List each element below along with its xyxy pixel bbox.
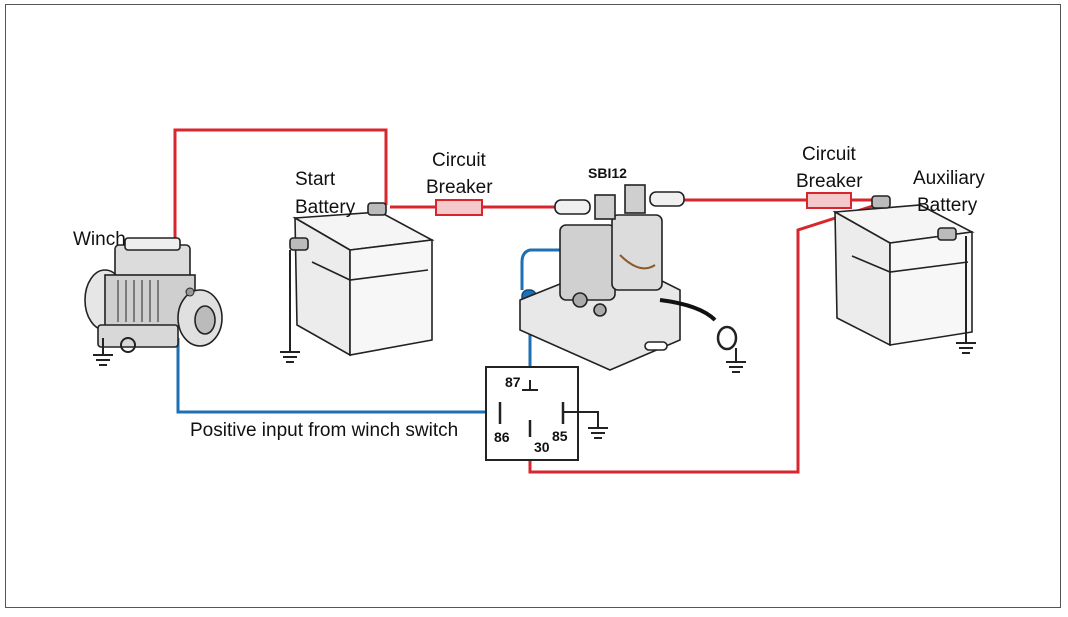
auxiliary-battery-icon xyxy=(832,195,975,347)
winch-switch-input-label: Positive input from winch switch xyxy=(190,420,458,441)
start-battery-label-line1: Start xyxy=(295,169,336,190)
circuit-breaker-1-label-line1: Circuit xyxy=(432,150,487,171)
auxiliary-battery-label-line2: Battery xyxy=(917,195,978,216)
wire-winch-to-relay-86 xyxy=(176,338,500,414)
circuit-breaker-2-icon xyxy=(806,192,852,209)
relay-pin-30: 30 xyxy=(534,439,550,455)
relay-icon xyxy=(485,366,579,461)
start-battery-icon xyxy=(289,202,435,357)
relay-pin-85: 85 xyxy=(552,428,568,444)
sbi12-icon xyxy=(519,184,738,371)
start-battery-label-line2: Battery xyxy=(295,197,356,218)
winch-ground-icon xyxy=(93,338,113,366)
auxiliary-battery-ground-icon xyxy=(956,236,976,354)
circuit-breaker-2-label-line2: Breaker xyxy=(796,171,863,192)
wire-relay-85-to-ground xyxy=(563,411,599,428)
auxiliary-battery-label-line1: Auxiliary xyxy=(913,168,985,189)
wire-winch-to-start-battery xyxy=(173,128,388,250)
relay-pin-87: 87 xyxy=(505,374,521,390)
circuit-breaker-2-label-line1: Circuit xyxy=(802,144,857,165)
circuit-breaker-1-icon xyxy=(435,199,483,216)
winch-label: Winch xyxy=(73,229,126,250)
start-battery-ground-icon xyxy=(280,250,300,363)
sbi12-ground-icon xyxy=(726,348,746,373)
relay-ground-icon xyxy=(588,427,608,439)
circuit-breaker-1-label-line2: Breaker xyxy=(426,177,493,198)
relay-pin-86: 86 xyxy=(494,429,510,445)
sbi12-label: SBI12 xyxy=(588,165,627,181)
diagram-frame xyxy=(5,4,1061,608)
winch-icon xyxy=(84,237,223,353)
